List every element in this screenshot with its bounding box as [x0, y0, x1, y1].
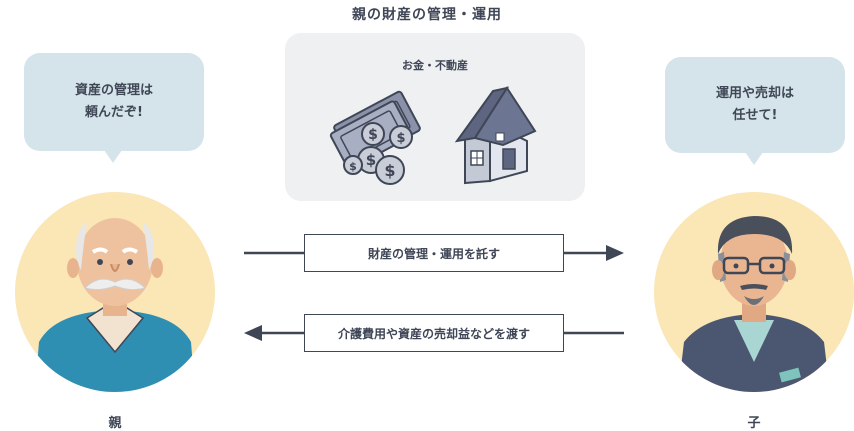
- child-avatar: [654, 192, 854, 392]
- child-speech-line: 任せて!: [732, 108, 778, 123]
- arrow-to-parent: [244, 325, 624, 341]
- money-icon: $ $ $ $ $: [329, 90, 421, 185]
- child-speech-line: 運用や売却は: [715, 86, 794, 101]
- diagram-title: 親の財産の管理・運用: [352, 7, 502, 23]
- flow-to-parent-label: 介護費用や資産の売却益などを渡す: [304, 314, 564, 352]
- arrow-to-child: [244, 245, 624, 261]
- child-speech-bubble: 運用や売却は 任せて!: [665, 57, 845, 153]
- child-label: 子: [747, 416, 761, 431]
- assets-panel: お金・不動産 $ $ $ $ $: [285, 33, 585, 201]
- svg-text:$: $: [384, 161, 395, 180]
- svg-text:$: $: [368, 127, 378, 143]
- child-bubble-tail: [745, 152, 763, 165]
- parent-label: 親: [108, 416, 122, 431]
- svg-text:$: $: [396, 131, 405, 146]
- parent-speech-line: 頼んだぞ!: [85, 105, 143, 120]
- svg-text:$: $: [349, 160, 357, 173]
- assets-illustration: $ $ $ $ $: [329, 86, 537, 185]
- parent-avatar: [15, 192, 215, 392]
- parent-bubble-tail: [104, 150, 122, 163]
- assets-label: お金・不動産: [402, 59, 468, 72]
- parent-speech-line: 資産の管理は: [74, 83, 153, 98]
- svg-text:$: $: [366, 151, 376, 169]
- house-icon: [454, 86, 537, 185]
- parent-speech-bubble: 資産の管理は 頼んだぞ!: [24, 53, 204, 151]
- flow-to-child-label: 財産の管理・運用を託す: [304, 234, 564, 272]
